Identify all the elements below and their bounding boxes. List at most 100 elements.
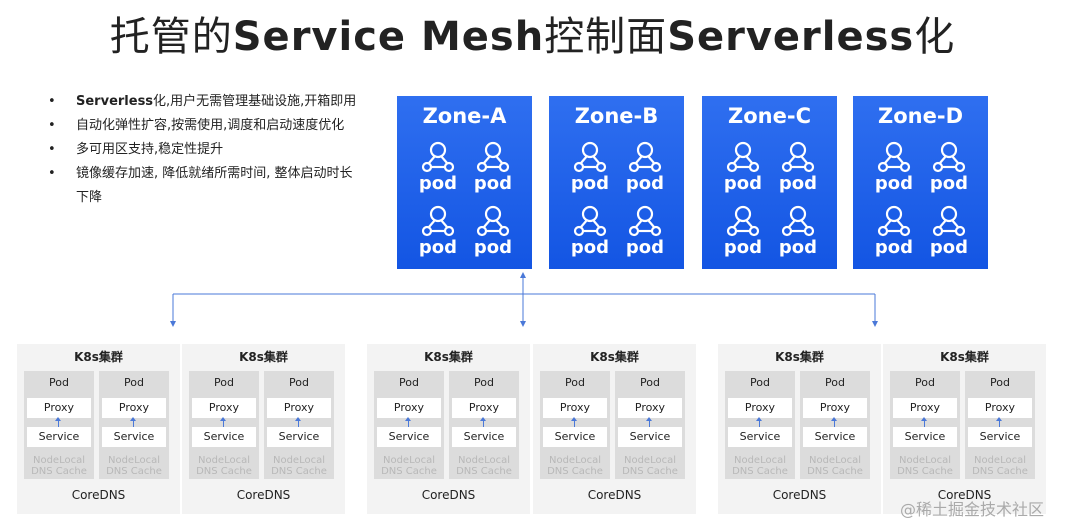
proxy-box: Proxy <box>267 398 331 418</box>
service-box: Service <box>102 427 166 447</box>
pod-icon <box>469 205 517 237</box>
service-box: Service <box>803 427 867 447</box>
pod: pod <box>774 141 822 194</box>
pod-icon <box>566 141 614 173</box>
pod-icon <box>469 141 517 173</box>
pod-icon <box>870 205 918 237</box>
pod-label: Pod <box>990 376 1010 389</box>
pod-label: pod <box>874 173 914 194</box>
pod-label: pod <box>929 237 969 258</box>
pod-icon <box>774 205 822 237</box>
proxy-box: Proxy <box>377 398 441 418</box>
arrow-up-icon <box>571 417 577 428</box>
page-title: 托管的Service Mesh控制面Serverless化 <box>109 14 956 60</box>
arrow-up-icon <box>220 417 226 428</box>
pod-label: Pod <box>825 376 845 389</box>
service-box: Service <box>968 427 1032 447</box>
feature-item: •Serverless化,用户无需管理基础设施,开箱即用 <box>48 94 357 109</box>
feature-item: •镜像缓存加速, 降低就绪所需时间, 整体启动时长下降 <box>48 166 353 205</box>
arrow-up-icon <box>646 417 652 428</box>
cluster-title: K8s集群 <box>590 350 639 364</box>
pod-label: pod <box>929 173 969 194</box>
feature-list: •Serverless化,用户无需管理基础设施,开箱即用 •自动化弹性扩容,按需… <box>48 90 358 210</box>
pod-label: pod <box>570 173 610 194</box>
pod: pod <box>414 205 462 258</box>
proxy-box: Proxy <box>618 398 682 418</box>
watermark: @稀土掘金技术社区 <box>900 500 1045 519</box>
pod: pod <box>414 141 462 194</box>
zone-name: Zone-C <box>728 104 811 128</box>
pod: pod <box>925 141 973 194</box>
proxy-box: Proxy <box>893 398 957 418</box>
pod: pod <box>719 141 767 194</box>
coredns-label: CoreDNS <box>587 488 642 502</box>
pod-label: Pod <box>474 376 494 389</box>
pod-icon <box>870 141 918 173</box>
pod-label: pod <box>473 237 513 258</box>
pod-label: pod <box>418 237 458 258</box>
proxy-box: Proxy <box>543 398 607 418</box>
pod-label: Pod <box>124 376 144 389</box>
coredns-label: CoreDNS <box>421 488 476 502</box>
pod: pod <box>566 141 614 194</box>
arrow-up-icon <box>55 417 61 428</box>
coredns-label: CoreDNS <box>236 488 291 502</box>
arrow-up-icon <box>996 417 1002 428</box>
cluster-title: K8s集群 <box>775 350 824 364</box>
coredns-label: CoreDNS <box>71 488 126 502</box>
pod-icon <box>719 205 767 237</box>
pod-label: Pod <box>640 376 660 389</box>
pod-label: pod <box>570 237 610 258</box>
pod: pod <box>925 205 973 258</box>
pod-label: pod <box>418 173 458 194</box>
pod-icon <box>621 141 669 173</box>
pod-icon <box>566 205 614 237</box>
pod-label: pod <box>723 237 763 258</box>
pod: pod <box>469 205 517 258</box>
service-box: Service <box>267 427 331 447</box>
cluster-title: K8s集群 <box>239 350 288 364</box>
pod-label: pod <box>723 173 763 194</box>
pod-label: Pod <box>565 376 585 389</box>
pod-label: pod <box>778 237 818 258</box>
service-box: Service <box>728 427 792 447</box>
service-box: Service <box>893 427 957 447</box>
pod: pod <box>774 205 822 258</box>
pod-label: Pod <box>750 376 770 389</box>
pod: pod <box>870 205 918 258</box>
pod-label: pod <box>625 237 665 258</box>
service-box: Service <box>618 427 682 447</box>
service-box: Service <box>192 427 256 447</box>
pod: pod <box>719 205 767 258</box>
feature-item: •多可用区支持,稳定性提升 <box>48 142 224 157</box>
pod: pod <box>870 141 918 194</box>
pod-icon <box>621 205 669 237</box>
feature-item: •自动化弹性扩容,按需使用,调度和启动速度优化 <box>48 118 345 133</box>
proxy-box: Proxy <box>803 398 867 418</box>
proxy-box: Proxy <box>27 398 91 418</box>
arrow-up-icon <box>295 417 301 428</box>
cluster-title: K8s集群 <box>74 350 123 364</box>
